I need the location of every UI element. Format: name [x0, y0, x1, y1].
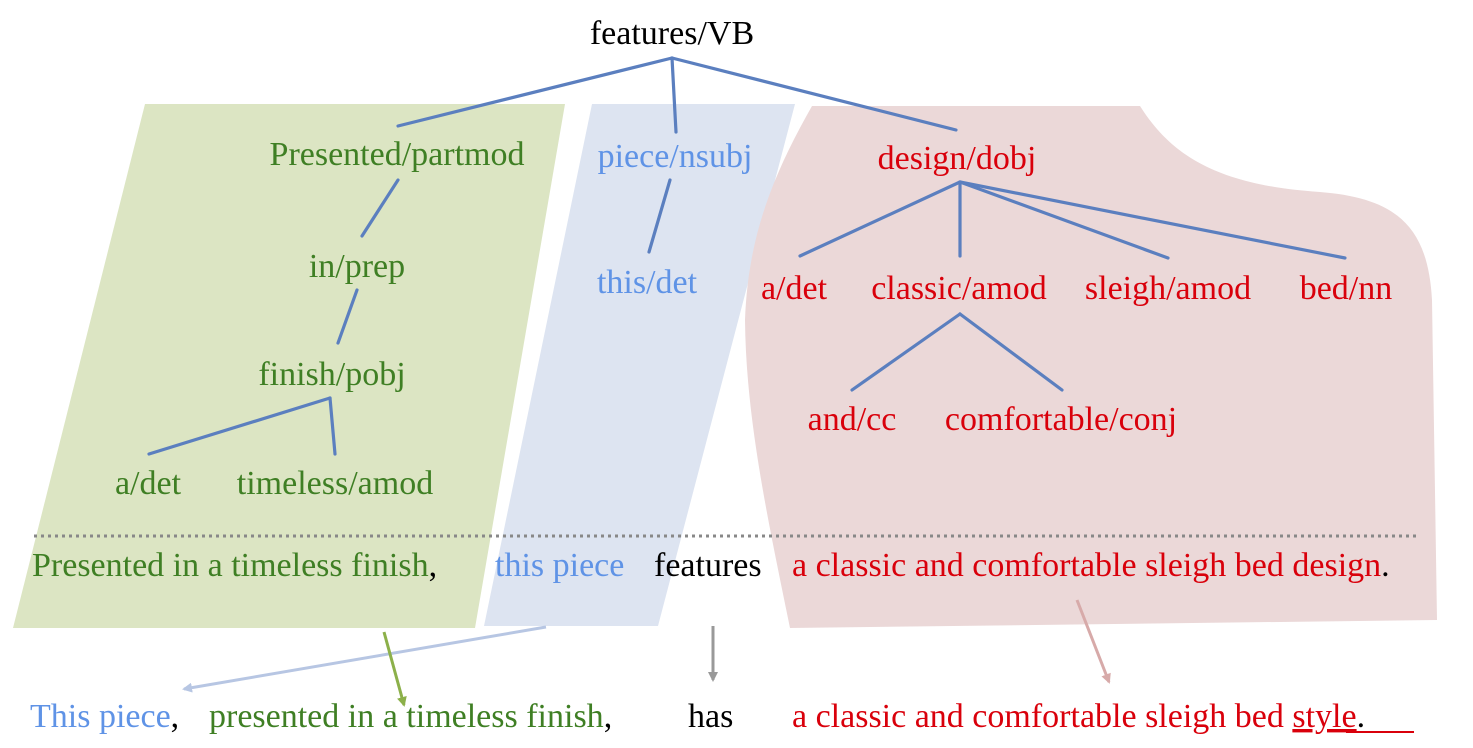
edge-root-presented [396, 56, 674, 128]
para-blue-phrase: This piece [30, 698, 171, 735]
node-a-det-red: a/det [761, 270, 828, 307]
source-red-phrase: a classic and comfortable sleigh bed des… [792, 547, 1381, 584]
node-finish-pobj: finish/pobj [258, 356, 405, 393]
node-classic-amod: classic/amod [871, 270, 1047, 307]
edge-design-bed [958, 180, 1347, 260]
para-comma-1: , [171, 698, 180, 735]
node-this-det: this/det [597, 264, 698, 301]
edge-finish-timeless [328, 396, 337, 456]
edge-piece-this [647, 178, 672, 254]
node-root: features/VB [590, 15, 754, 52]
blue-region [484, 104, 795, 626]
edge-classic-comfortable [958, 312, 1064, 392]
node-comfortable-conj: comfortable/conj [945, 401, 1177, 438]
para-replaced-word: style [1292, 698, 1356, 735]
source-green-phrase: Presented in a timeless finish [32, 547, 429, 584]
node-piece-nsubj: piece/nsubj [598, 138, 753, 175]
arrow-blue [182, 625, 547, 693]
node-sleigh-amod: sleigh/amod [1085, 270, 1251, 307]
node-bed-nn: bed/nn [1300, 270, 1393, 307]
source-sentence: Presented in a timeless finish, this pie… [32, 547, 1390, 584]
edge-root-piece [670, 56, 678, 134]
edge-finish-a [147, 396, 332, 456]
para-green-phrase: presented in a timeless finish [209, 698, 604, 735]
source-blue-phrase: this piece [495, 547, 624, 584]
edge-design-adet [798, 180, 962, 258]
para-red-phrase: a classic and comfortable sleigh bed [792, 698, 1284, 735]
node-a-det-green: a/det [115, 465, 182, 502]
node-presented-partmod: Presented/partmod [270, 136, 525, 173]
para-verb: has [688, 698, 733, 735]
edge-root-design [670, 56, 958, 132]
edge-design-sleigh [958, 180, 1170, 260]
node-in-prep: in/prep [309, 248, 405, 285]
para-period: . [1357, 698, 1366, 735]
green-region [13, 104, 565, 628]
node-timeless-amod: timeless/amod [237, 465, 433, 502]
source-verb: features [654, 547, 762, 584]
node-and-cc: and/cc [808, 401, 897, 438]
paraphrase-sentence: This piece, presented in a timeless fini… [30, 698, 1365, 735]
edge-in-finish [336, 288, 359, 345]
arrow-red [1075, 599, 1111, 684]
para-comma-2: , [604, 698, 613, 735]
red-region [745, 106, 1437, 628]
edge-presented-in [360, 178, 400, 238]
arrow-green [382, 631, 407, 707]
source-period: . [1381, 547, 1390, 584]
tree-edges [147, 56, 1347, 456]
node-design-dobj: design/dobj [878, 140, 1037, 177]
edge-classic-and [850, 312, 962, 392]
source-comma: , [429, 547, 438, 584]
